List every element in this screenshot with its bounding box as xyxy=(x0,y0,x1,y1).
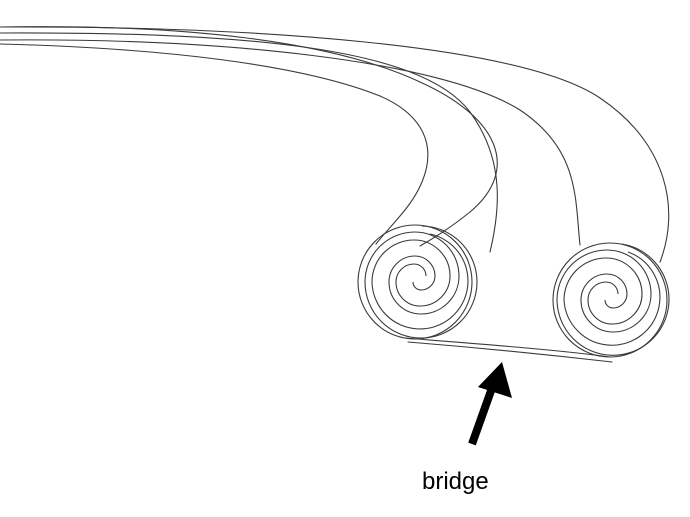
right-strip-outer-edge xyxy=(0,26,670,263)
right-roll xyxy=(552,242,670,358)
bridge xyxy=(404,337,613,363)
bridge-arrow xyxy=(468,362,512,446)
left-roll-spiral-inner xyxy=(371,233,469,330)
right-strip-middle-edge xyxy=(0,32,498,253)
bridge-label: bridge xyxy=(422,468,489,495)
bridge-top-edge xyxy=(404,337,611,358)
right-roll-spiral-inner xyxy=(563,251,661,346)
right-strip xyxy=(0,26,670,263)
left-strip-inner-edge xyxy=(0,43,429,245)
bridge-bottom-edge xyxy=(407,341,613,363)
bridge-arrow-head xyxy=(478,362,512,398)
left-strip-outer-edge xyxy=(0,26,498,247)
bridge-arrow-shaft xyxy=(468,386,496,446)
left-strip xyxy=(0,26,498,247)
left-roll-outer-ring xyxy=(357,224,473,340)
left-roll xyxy=(357,224,478,340)
right-strip-inner-edge xyxy=(0,39,581,246)
right-roll-outer-ring xyxy=(552,242,668,358)
left-roll-spiral-outer xyxy=(364,225,478,339)
